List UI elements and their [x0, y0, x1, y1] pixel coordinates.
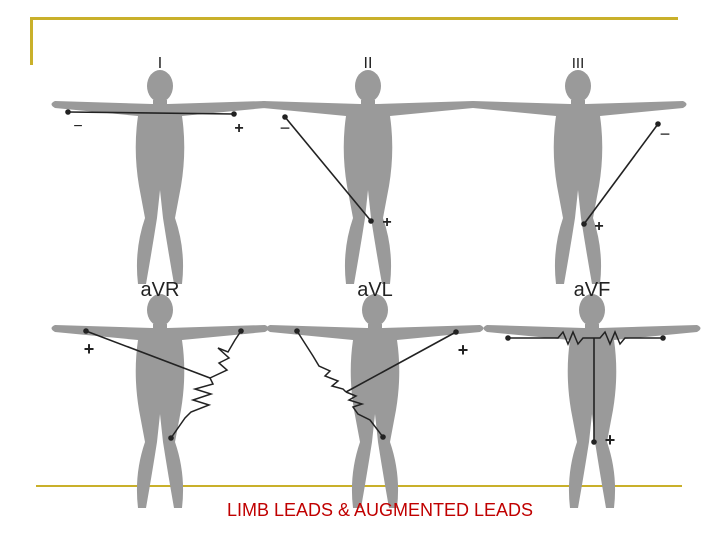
negative-sign: −: [280, 118, 291, 138]
electrode-dot: [380, 434, 386, 440]
electrode-dot: [65, 109, 71, 115]
lead-wire: [284, 116, 372, 222]
electrode-dot: [581, 221, 587, 227]
positive-sign: +: [382, 214, 391, 231]
lead-wire: [67, 111, 235, 115]
lead-panel-avf: aVF +: [483, 279, 701, 508]
slide-frame-top: [30, 17, 678, 20]
lead-panel-ii: II − +: [259, 55, 477, 284]
electrode-dot: [591, 439, 597, 445]
negative-sign: −: [73, 118, 82, 135]
electrode-dot: [655, 121, 661, 127]
electrode-dot: [168, 435, 174, 441]
lead-label: I: [158, 55, 162, 72]
lead-panel-avr: aVR +: [51, 279, 269, 508]
positive-sign: +: [594, 218, 603, 235]
lead-label: III: [572, 55, 585, 72]
resistor-lower-arm: [345, 391, 384, 438]
electrode-dot: [368, 218, 374, 224]
lead-label: II: [364, 55, 373, 72]
resistor-left-arm: [296, 330, 347, 393]
positive-sign: +: [605, 430, 616, 450]
positive-sign: +: [234, 120, 243, 137]
electrode-dot: [660, 335, 666, 341]
resistor-horizontal-arm: [508, 330, 663, 346]
lead-label: aVF: [574, 279, 611, 301]
electrode-dot: [231, 111, 237, 117]
slide-caption: LIMB LEADS & AUGMENTED LEADS: [226, 500, 534, 520]
lead-wire: [345, 331, 457, 393]
lead-label: aVL: [357, 279, 393, 301]
electrode-dot: [282, 114, 288, 120]
resistor-left-arm: [170, 377, 215, 439]
lead-wire: [583, 123, 659, 225]
lead-wire: [85, 330, 211, 379]
electrode-dot: [83, 328, 89, 334]
negative-sign: −: [660, 124, 671, 144]
lead-panel-i: I − +: [51, 55, 269, 284]
electrode-dot: [453, 329, 459, 335]
lead-panel-iii: III − +: [469, 55, 687, 284]
resistor-right-arm: [209, 330, 242, 379]
electrode-dot: [294, 328, 300, 334]
lead-label: aVR: [141, 279, 180, 301]
positive-sign: +: [84, 339, 95, 359]
positive-sign: +: [458, 340, 469, 360]
lead-panel-avl: aVL +: [266, 279, 484, 508]
electrode-dot: [238, 328, 244, 334]
electrode-dot: [505, 335, 511, 341]
slide-frame-left: [30, 17, 33, 65]
